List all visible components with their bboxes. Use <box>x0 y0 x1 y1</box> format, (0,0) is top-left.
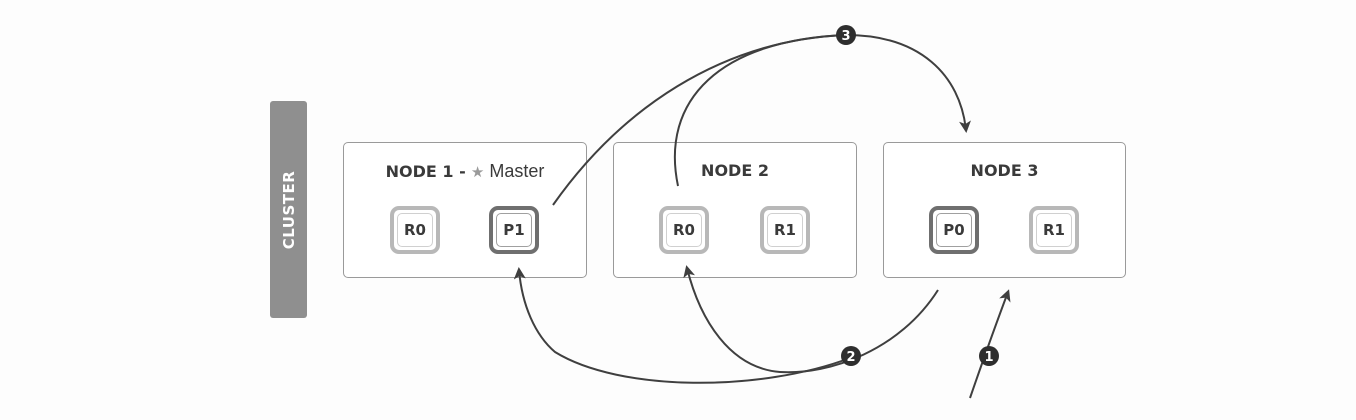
shard-label: P0 <box>943 221 965 239</box>
shard-label: P1 <box>503 221 525 239</box>
shard-p0-node-3: P0 <box>929 206 979 254</box>
shard-r0-node-1: R0 <box>390 206 440 254</box>
node-3-title: NODE 3 <box>884 161 1125 180</box>
node-2: NODE 2 R0 R1 <box>613 142 857 278</box>
arrow-step-1 <box>969 289 1011 399</box>
shard-r1-node-3: R1 <box>1029 206 1079 254</box>
arrow-step-3-from-node-1 <box>552 34 847 206</box>
shard-label: R1 <box>1043 221 1065 239</box>
node-1-name: NODE 1 - <box>385 162 466 181</box>
step-number: 1 <box>984 350 993 365</box>
node-2-title: NODE 2 <box>614 161 856 180</box>
cluster-bar: CLUSTER <box>270 101 307 318</box>
node-2-name: NODE 2 <box>701 161 769 180</box>
shard-r0-node-2: R0 <box>659 206 709 254</box>
step-badge-1: 1 <box>979 346 999 366</box>
node-3: NODE 3 P0 R1 <box>883 142 1126 278</box>
arrow-step-3-to-node-3 <box>845 34 971 133</box>
node-3-name: NODE 3 <box>970 161 1039 180</box>
master-label: Master <box>489 161 545 181</box>
shard-label: R0 <box>673 221 695 239</box>
node-1: NODE 1 - ★ Master R0 P1 <box>343 142 587 278</box>
shard-p1-node-1: P1 <box>489 206 539 254</box>
shard-r1-node-2: R1 <box>760 206 810 254</box>
step-badge-3: 3 <box>836 25 856 45</box>
star-icon: ★ <box>470 163 485 181</box>
step-number: 3 <box>841 29 850 44</box>
arrow-step-3-from-node-2 <box>673 34 847 187</box>
step-badge-2: 2 <box>841 346 861 366</box>
arrow-step-2-to-node-1 <box>513 267 851 384</box>
arrow-step-2-to-node-2 <box>683 265 939 374</box>
step-number: 2 <box>846 350 855 365</box>
shard-label: R1 <box>774 221 796 239</box>
node-1-title: NODE 1 - ★ Master <box>344 161 586 182</box>
shard-label: R0 <box>404 221 426 239</box>
